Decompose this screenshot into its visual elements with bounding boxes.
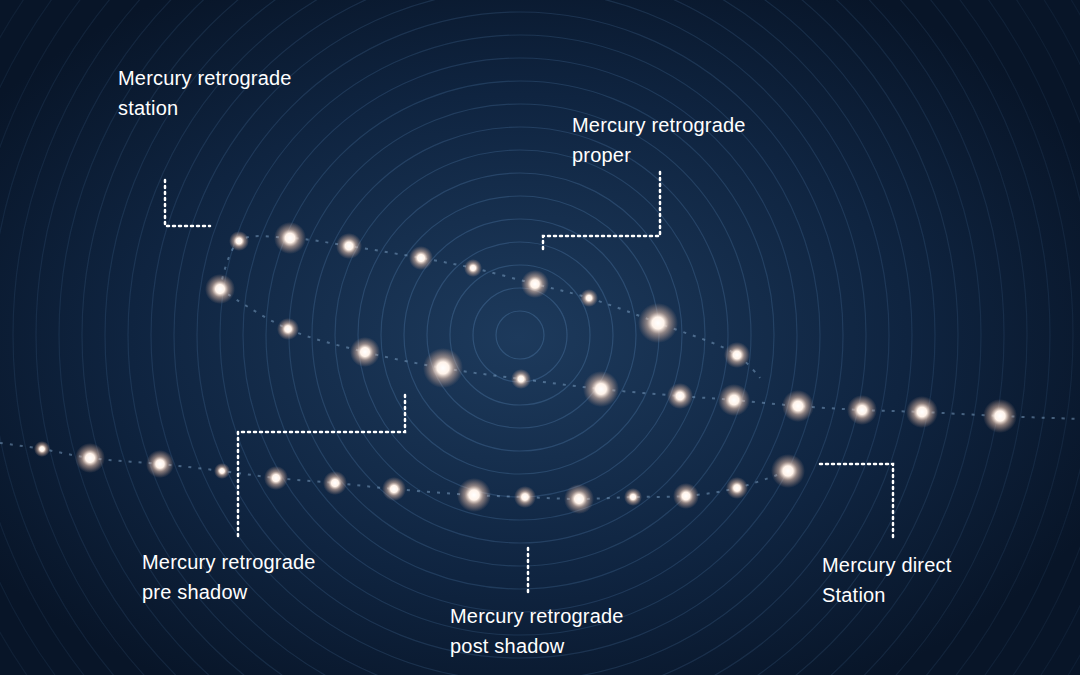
leader-line: [527, 548, 530, 596]
callout-label: Mercury retrograde pre shadow: [142, 547, 342, 607]
ring: [151, 0, 889, 675]
planet-dot: [511, 369, 531, 389]
planet-dot: [336, 233, 362, 259]
callout-label: Mercury direct Station: [822, 550, 972, 610]
planet-dot: [75, 443, 105, 473]
ring: [220, 35, 820, 635]
planet-dot: [274, 222, 306, 254]
ring: [358, 173, 682, 497]
ring: [335, 150, 705, 520]
planet-dot: [382, 477, 406, 501]
planet-dot: [277, 318, 299, 340]
planet-dot: [718, 384, 750, 416]
planet-dot: [514, 486, 536, 508]
planet-dot: [564, 484, 594, 514]
ring: [496, 311, 544, 359]
planet-dot: [323, 471, 347, 495]
orbit-trail: [0, 236, 1080, 499]
planet-dot: [350, 337, 380, 367]
ring: [427, 242, 613, 428]
ring: [381, 196, 659, 474]
planet-dot: [667, 383, 693, 409]
planet-dot: [229, 231, 249, 251]
callout-label: Mercury retrograde proper: [572, 110, 772, 170]
planet-dot: [146, 450, 174, 478]
planet-dot: [521, 270, 549, 298]
trail-line: [220, 236, 760, 378]
leader-line: [165, 180, 210, 226]
ring: [13, 0, 1027, 675]
ring: [105, 0, 935, 675]
planet-dot: [624, 488, 642, 506]
planet-dot: [847, 395, 877, 425]
ring: [312, 127, 728, 543]
ring: [266, 81, 774, 589]
callout-label: Mercury retrograde station: [118, 63, 318, 123]
planet-dot: [423, 348, 463, 388]
planet-dot: [34, 441, 50, 457]
planet-positions: [34, 222, 1017, 514]
planet-dot: [205, 274, 235, 304]
planet-dot: [457, 478, 491, 512]
planet-dot: [782, 390, 814, 422]
trail-line: [220, 289, 1080, 419]
leader-line: [543, 172, 660, 252]
planet-dot: [580, 289, 598, 307]
ring: [243, 58, 797, 612]
planet-dot: [409, 246, 433, 270]
ring: [289, 104, 751, 566]
planet-dot: [983, 399, 1017, 433]
planet-dot: [214, 463, 230, 479]
ring: [174, 0, 866, 675]
ring: [473, 288, 567, 382]
leader-line: [238, 395, 405, 540]
planet-dot: [583, 371, 619, 407]
planet-dot: [464, 259, 482, 277]
planet-dot: [726, 477, 748, 499]
planet-dot: [724, 342, 750, 368]
planet-dot: [673, 483, 699, 509]
ring: [0, 0, 1050, 675]
ring: [404, 219, 636, 451]
planet-dot: [638, 303, 678, 343]
planet-dot: [906, 396, 938, 428]
leader-line: [820, 464, 893, 540]
ring: [36, 0, 1004, 675]
ring: [59, 0, 981, 675]
planet-dot: [264, 466, 288, 490]
planet-dot: [771, 454, 805, 488]
ring: [128, 0, 912, 675]
ring: [450, 265, 590, 405]
callout-label: Mercury retrograde post shadow: [450, 601, 650, 661]
